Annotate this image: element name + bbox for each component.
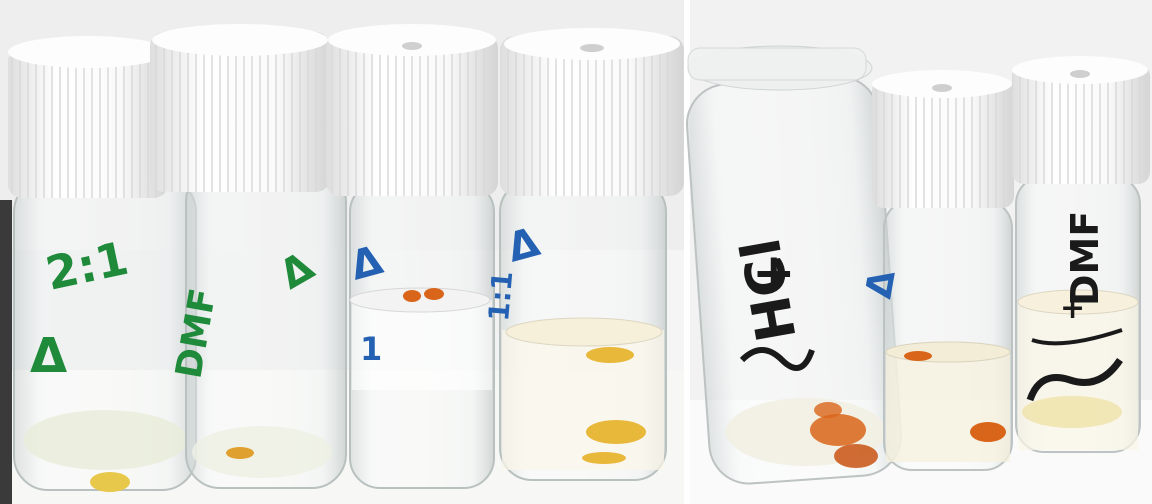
vial-1-marks: Δ [30, 328, 67, 384]
left-photo-dark-edge [0, 200, 12, 504]
photo-divider [684, 0, 690, 504]
vial-4-marks: 1:1 [482, 270, 519, 323]
vial-7: DMF + [1012, 56, 1150, 453]
vial-7-label: DMF [1063, 211, 1107, 306]
vial-4: Δ 1:1 [482, 28, 684, 481]
vial-2: DMF Δ [150, 24, 347, 489]
vial-5: HCl + [685, 45, 903, 485]
vial-3: Δ 1 [326, 24, 498, 489]
vial-1: 2:1 Δ [8, 36, 197, 492]
vial-7-marks: + [1060, 291, 1085, 326]
vial-5-marks: + [752, 243, 796, 303]
vial-6: Δ [858, 70, 1014, 471]
vial-3-marks: 1 [360, 330, 382, 368]
